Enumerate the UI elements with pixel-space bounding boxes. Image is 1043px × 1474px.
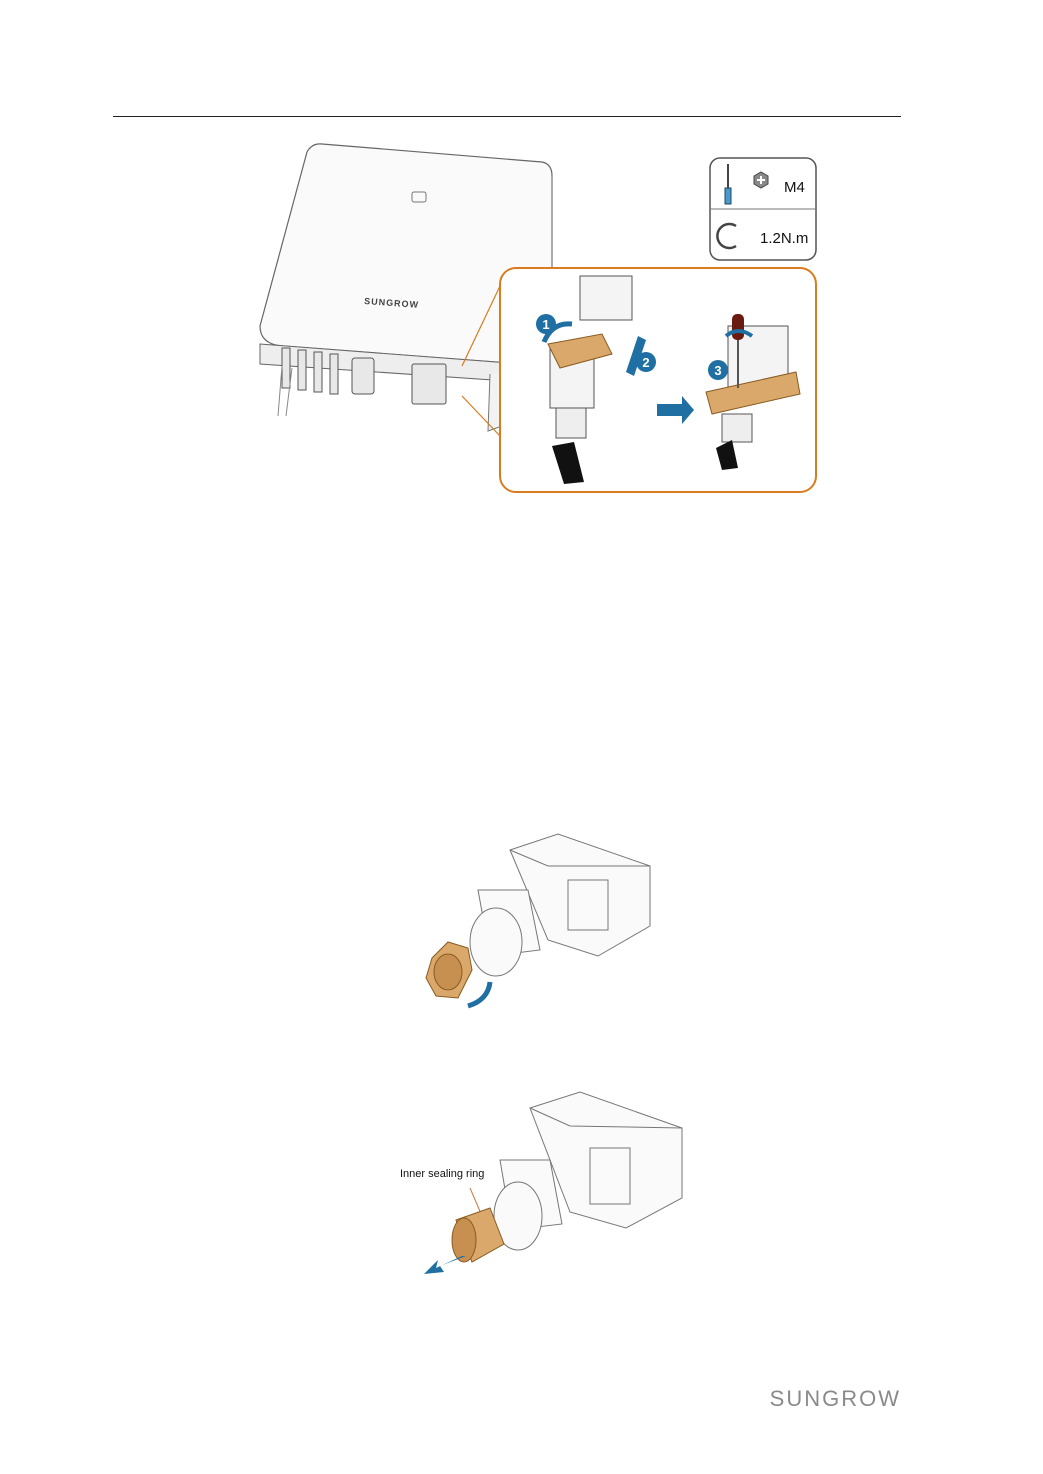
step-badge-3: 3 — [708, 360, 728, 380]
inner-sealing-ring-label: Inner sealing ring — [400, 1168, 520, 1180]
phillips-screw-icon — [754, 172, 768, 188]
screwdriver-icon — [725, 188, 731, 204]
figure-remove-swivel-nut — [418, 830, 660, 1014]
svg-text:1: 1 — [542, 317, 549, 332]
svg-text:3: 3 — [714, 363, 721, 378]
tool-spec-box: M4 1.2N.m — [710, 158, 816, 260]
unscrew-arrow-icon — [468, 982, 490, 1006]
torque-label: 1.2N.m — [760, 230, 808, 247]
footer-logo: SUNGROW — [770, 1386, 901, 1412]
figure-remove-sealing-ring: Inner sealing ring — [400, 1088, 690, 1284]
screwdriver-icon — [732, 314, 744, 340]
swivel-nut-illustration — [426, 942, 472, 998]
svg-text:2: 2 — [642, 355, 649, 370]
step-badge-1: 1 — [536, 314, 556, 334]
header-rule — [113, 116, 901, 117]
step-badge-2: 2 — [636, 352, 656, 372]
figure-inverter-connector-install: SUNGROW 1 2 3 — [252, 136, 824, 500]
screw-size-label: M4 — [784, 179, 805, 196]
